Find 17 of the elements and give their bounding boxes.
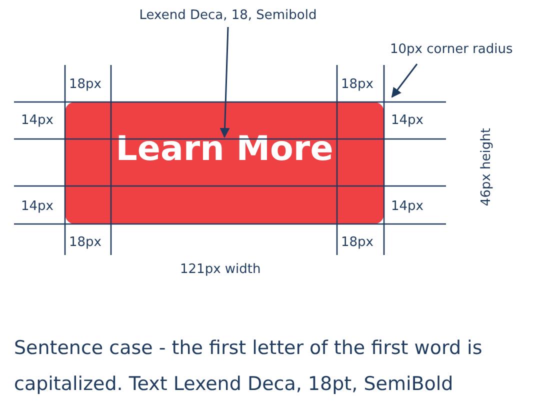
- dimension-label: 14px: [391, 113, 424, 129]
- arrow: [391, 64, 418, 98]
- dimension-label: 46px height: [479, 128, 495, 206]
- dimension-label: 18px: [69, 77, 102, 93]
- button-drawing: [65, 102, 384, 224]
- dimension-label: 14px: [21, 199, 54, 215]
- arrow: [220, 26, 230, 138]
- dimension-label: 18px: [341, 77, 374, 93]
- dimension-label: 14px: [391, 199, 424, 215]
- dimension-label: 14px: [21, 113, 54, 129]
- button-label: Learn More: [114, 129, 334, 169]
- dimension-label: 18px: [341, 235, 374, 251]
- dimension-label: 121px width: [180, 262, 261, 278]
- caption: Sentence case - the first letter of the first word is capitalized. Text Lexend Deca, 18pt, SemiBold: [14, 336, 484, 397]
- annotation-text: 10px corner radius: [390, 42, 513, 58]
- dimension-label: 18px: [69, 235, 102, 251]
- annotation-text: Lexend Deca, 18, Semibold: [118, 8, 338, 24]
